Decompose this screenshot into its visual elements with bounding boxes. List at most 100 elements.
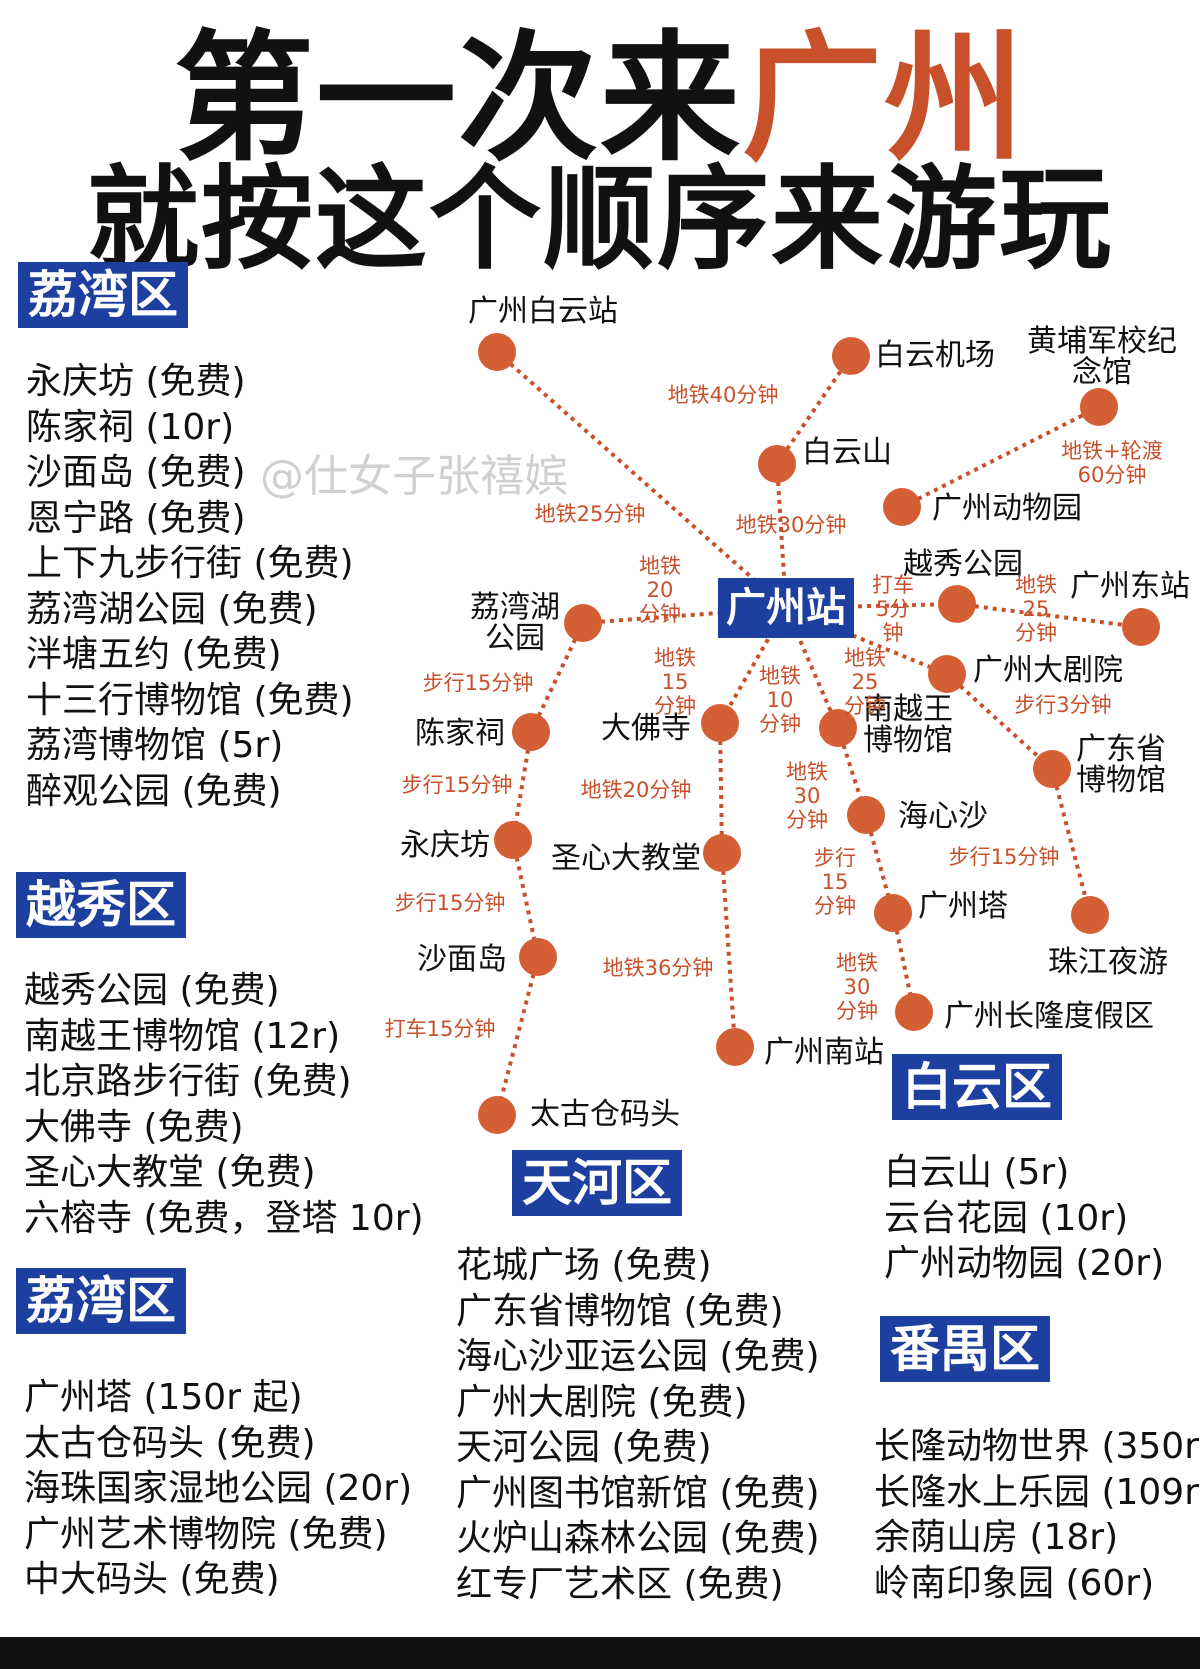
list-item: 余荫山房 (18r) (874, 1517, 1119, 1558)
list-item: 荔湾博物馆 (5r) (26, 725, 284, 766)
list-item: 火炉山森林公园 (免费) (456, 1518, 820, 1559)
station-label: 广州白云站 (468, 294, 618, 329)
list-item: 十三行博物馆 (免费) (26, 679, 354, 721)
station-node (1122, 608, 1160, 646)
district-badge-yuexiu: 越秀区 (16, 872, 186, 938)
district-list-yuexiu: 越秀公园 (免费) 南越王博物馆 (12r) 北京路步行街 (免费) 大佛寺 (… (24, 968, 424, 1241)
station-node (478, 333, 516, 371)
station-node (895, 993, 933, 1031)
route-edge (1050, 768, 1092, 916)
edge-label: 步行15分钟 (949, 845, 1060, 869)
edge-label: 步行15分钟 (395, 891, 506, 915)
station-label: 圣心大教堂 (551, 841, 701, 876)
station-node (1071, 896, 1109, 934)
page-title-line2: 就按这个顺序来游玩 (87, 155, 1113, 285)
station-label: 广东省博物馆 (1076, 732, 1166, 798)
list-item: 天河公园 (免费) (456, 1427, 712, 1468)
station-label: 越秀公园 (903, 547, 1023, 582)
hub-station: 广州站 (718, 578, 854, 638)
district-badge-liwan: 荔湾区 (18, 262, 188, 328)
edge-label: 步行3分钟 (1014, 693, 1111, 717)
route-edge (718, 607, 788, 724)
station-label: 白云机场 (875, 338, 995, 373)
station-node (928, 655, 966, 693)
station-label: 陈家祠 (415, 716, 505, 751)
station-label: 珠江夜游 (1048, 945, 1168, 980)
station-label: 大佛寺 (601, 711, 691, 746)
route-edge (495, 956, 540, 1116)
route-edge (956, 602, 1142, 629)
list-item: 泮塘五约 (免费) (26, 634, 282, 675)
list-item: 六榕寺 (免费，登塔 10r) (24, 1197, 424, 1239)
list-item: 大佛寺 (免费) (24, 1106, 244, 1148)
list-item: 上下九步行街 (免费) (26, 543, 354, 584)
district-list-panyu: 长隆动物世界 (350r 长隆水上乐园 (109r 余荫山房 (18r) 岭南印… (874, 1424, 1199, 1606)
station-node (883, 488, 921, 526)
list-item: 白云山 (5r) (884, 1152, 1070, 1193)
station-node (874, 894, 912, 932)
station-node (703, 834, 741, 872)
list-item: 海心沙亚运公园 (免费) (456, 1336, 820, 1377)
list-item: 岭南印象园 (60r) (874, 1562, 1155, 1604)
station-label: 白云山 (802, 435, 892, 470)
station-node (832, 337, 870, 375)
route-edge (529, 622, 585, 733)
station-node (819, 709, 857, 747)
station-label: 沙面岛 (417, 942, 507, 977)
district-badge-panyu: 番禺区 (880, 1316, 1050, 1382)
route-edge (511, 839, 540, 958)
list-item: 圣心大教堂 (免费) (24, 1152, 316, 1193)
route-edge (901, 405, 1100, 509)
edge-label: 打车15分钟 (385, 1017, 496, 1041)
list-item: 陈家祠 (10r) (26, 406, 235, 448)
station-node (938, 585, 976, 623)
station-label: 广州动物园 (932, 491, 1082, 526)
route-edge (775, 354, 853, 466)
station-label: 广州东站 (1070, 569, 1190, 604)
map-nodes (478, 333, 1160, 1134)
station-node (564, 604, 602, 642)
hub-box (718, 578, 854, 638)
station-node (701, 704, 739, 742)
station-label: 广州南站 (764, 1035, 884, 1070)
route-edge (945, 672, 1054, 771)
list-item: 广东省博物馆 (免费) (456, 1290, 784, 1332)
list-item: 广州动物园 (20r) (884, 1243, 1165, 1284)
map-labels: 广州白云站白云机场黄埔军校纪念馆白云山广州动物园越秀公园广州东站荔湾湖公园广州大… (400, 294, 1190, 1132)
district-badge-liwan-2: 荔湾区 (16, 1268, 186, 1334)
edge-label: 地铁36分钟 (603, 956, 714, 980)
list-item: 越秀公园 (免费) (24, 970, 280, 1011)
edge-label: 步行15分钟 (423, 671, 534, 695)
list-item: 花城广场 (免费) (456, 1245, 712, 1286)
list-item: 北京路步行街 (免费) (24, 1061, 352, 1102)
title-accent: 广州 (742, 18, 1027, 181)
district-list-liwan-2: 广州塔 (150r 起) 太古仓码头 (免费) 海珠国家湿地公园 (20r) 广… (24, 1375, 412, 1603)
station-label: 南越王博物馆 (863, 692, 953, 758)
list-item: 海珠国家湿地公园 (20r) (24, 1468, 413, 1509)
station-label: 荔湾湖公园 (470, 590, 560, 656)
station-node (478, 1096, 516, 1134)
list-item: 云台花园 (10r) (884, 1197, 1129, 1239)
route-edge (582, 606, 787, 625)
list-item: 恩宁路 (免费) (26, 497, 246, 539)
bottom-bar (0, 1637, 1200, 1669)
edge-label: 地铁40分钟 (668, 383, 779, 407)
list-item: 广州大剧院 (免费) (456, 1381, 748, 1423)
district-list-tianhe: 花城广场 (免费) 广东省博物馆 (免费) 海心沙亚运公园 (免费) 广州大剧院… (456, 1243, 820, 1607)
list-item: 广州艺术博物院 (免费) (24, 1513, 388, 1555)
list-item: 沙面岛 (免费) (26, 452, 246, 493)
station-label: 太古仓码头 (530, 1097, 680, 1132)
list-item: 长隆动物世界 (350r (874, 1426, 1200, 1467)
station-label: 广州大剧院 (973, 653, 1123, 688)
list-item: 长隆水上乐园 (109r (874, 1471, 1200, 1513)
list-item: 红专厂艺术区 (免费) (456, 1563, 784, 1605)
station-label: 广州塔 (918, 889, 1008, 924)
